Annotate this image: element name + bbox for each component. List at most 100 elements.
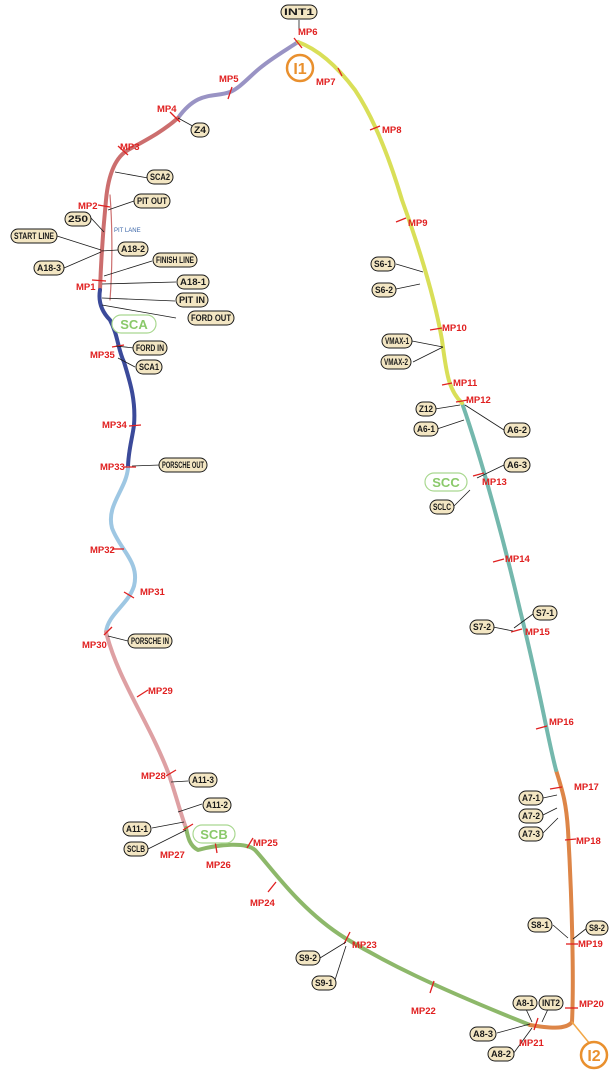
label-text-pit-in: PIT IN <box>179 295 205 305</box>
label-text-num250: 250 <box>68 214 88 224</box>
milepost-mp16: MP16 <box>549 717 574 728</box>
label-box-s8-1: S8-1 <box>527 917 553 933</box>
label-box-ford-in: FORD IN <box>132 340 168 356</box>
milepost-mp18: MP18 <box>576 836 601 847</box>
label-box-a6-2: A6-2 <box>503 422 531 438</box>
label-text-a7-1: A7-1 <box>522 793 540 803</box>
track-segment-7 <box>528 768 575 1030</box>
label-text-z12: Z12 <box>419 404 433 414</box>
label-box-a11-2: A11-2 <box>202 797 232 813</box>
label-box-ford-out: FORD OUT <box>187 310 235 326</box>
track-segment-6 <box>184 826 532 1027</box>
label-text-finish-line: FINISH LINE <box>156 255 194 265</box>
track-segment-9 <box>296 40 464 405</box>
label-box-a7-1: A7-1 <box>518 790 544 806</box>
label-text-a11-1: A11-1 <box>126 824 148 834</box>
milepost-mp21: MP21 <box>519 1038 545 1049</box>
label-box-a8-3: A8-3 <box>469 1026 497 1042</box>
milepost-mp35: MP35 <box>90 350 116 361</box>
milepost-mp6: MP6 <box>298 27 318 38</box>
track-segment-2 <box>98 116 180 292</box>
label-text-start-line: START LINE <box>14 231 54 241</box>
label-box-s9-2: S9-2 <box>295 950 321 966</box>
label-box-a7-2: A7-2 <box>518 808 544 824</box>
label-text-a6-3: A6-3 <box>507 460 527 470</box>
label-text-pit-out: PIT OUT <box>137 196 167 206</box>
label-box-a18-1: A18-1 <box>176 274 210 290</box>
label-box-int2: INT2 <box>538 995 564 1011</box>
label-text-a6-2: A6-2 <box>507 425 527 435</box>
label-box-start-line: START LINE <box>10 228 58 244</box>
label-text-a11-3: A11-3 <box>192 775 214 785</box>
milepost-mp23: MP23 <box>352 940 377 951</box>
track-segment-8 <box>460 401 558 772</box>
label-text-int1: INT1 <box>284 7 314 17</box>
label-box-vmax2: VMAX-2 <box>380 354 412 370</box>
milepost-mp8: MP8 <box>382 125 402 136</box>
label-text-a7-3: A7-3 <box>522 829 540 839</box>
label-box-porsche-out: PORSCHE OUT <box>158 457 208 473</box>
label-box-vmax1: VMAX-1 <box>381 333 413 349</box>
milepost-mp7: MP7 <box>316 77 336 88</box>
label-box-s7-1: S7-1 <box>532 605 558 621</box>
intermediate-i1: I1 <box>285 53 315 83</box>
milepost-mp30: MP30 <box>82 640 107 651</box>
label-text-sca2: SCA2 <box>150 172 170 182</box>
label-box-pit-out: PIT OUT <box>133 193 171 209</box>
milepost-mp12: MP12 <box>466 395 491 406</box>
label-text-a6-1: A6-1 <box>417 424 435 434</box>
milepost-mp11: MP11 <box>453 378 478 389</box>
label-text-s8-2: S8-2 <box>589 923 605 933</box>
milepost-mp13: MP13 <box>482 477 507 488</box>
label-box-porsche-in: PORSCHE IN <box>127 633 173 649</box>
label-box-s7-2: S7-2 <box>469 619 495 635</box>
milepost-mp4: MP4 <box>157 104 177 115</box>
label-box-s6-1: S6-1 <box>370 256 396 272</box>
label-text-a7-2: A7-2 <box>522 811 540 821</box>
label-box-sca1: SCA1 <box>135 359 163 375</box>
label-text-sclb: SCLB <box>127 844 145 854</box>
pit-lane <box>109 194 113 301</box>
label-box-s6-2: S6-2 <box>371 282 397 298</box>
label-box-z12: Z12 <box>415 401 437 417</box>
milepost-mp14: MP14 <box>505 554 531 565</box>
milepost-mp19: MP19 <box>578 939 603 950</box>
label-text-s7-1: S7-1 <box>536 608 554 618</box>
label-box-a8-1: A8-1 <box>512 995 538 1011</box>
milepost-mp9: MP9 <box>408 218 428 229</box>
label-text-s9-1: S9-1 <box>315 978 333 988</box>
label-text-ford-out: FORD OUT <box>191 313 231 323</box>
track-segment-3 <box>97 288 137 470</box>
label-text-a8-3: A8-3 <box>473 1029 493 1039</box>
section-label-scc: SCC <box>432 475 460 490</box>
label-text-vmax1: VMAX-1 <box>385 336 409 346</box>
label-box-a11-3: A11-3 <box>188 772 218 788</box>
milepost-mp33: MP33 <box>100 462 125 473</box>
label-box-s9-1: S9-1 <box>311 975 337 991</box>
milepost-mp29: MP29 <box>148 686 173 697</box>
label-text-s9-2: S9-2 <box>299 953 317 963</box>
section-badge-sca: SCA <box>111 314 157 334</box>
label-box-z4: Z4 <box>190 122 210 138</box>
track-segment-5 <box>104 630 188 830</box>
intermediate-label-i1: I1 <box>293 61 306 78</box>
label-box-s8-2: S8-2 <box>585 920 609 936</box>
label-text-a18-2: A18-2 <box>121 244 145 254</box>
label-box-a8-2: A8-2 <box>487 1046 515 1062</box>
milepost-mp27: MP27 <box>160 850 185 861</box>
label-text-s7-2: S7-2 <box>473 622 491 632</box>
label-text-int2: INT2 <box>542 998 560 1008</box>
milepost-mp25: MP25 <box>253 838 279 849</box>
label-box-pit-in: PIT IN <box>175 292 209 308</box>
label-box-finish-line: FINISH LINE <box>152 252 198 268</box>
track-segment-4 <box>104 466 138 634</box>
milepost-mp22: MP22 <box>411 1006 436 1017</box>
milepost-labels: MP1MP2MP3MP4MP5MP6MP7MP8MP9MP10MP11MP12M… <box>76 27 604 1049</box>
milepost-mp32: MP32 <box>90 545 115 556</box>
milepost-mp10: MP10 <box>442 323 467 334</box>
milepost-mp24: MP24 <box>250 898 276 909</box>
milepost-mp28: MP28 <box>141 771 166 782</box>
label-box-sclb: SCLB <box>123 841 149 857</box>
